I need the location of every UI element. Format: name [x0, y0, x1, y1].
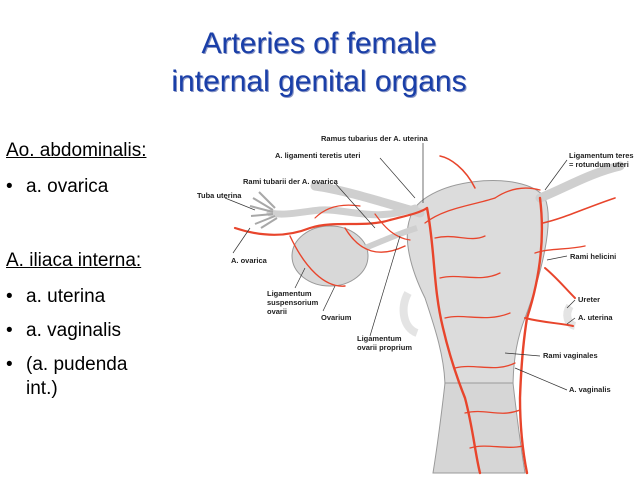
- lig-ovarii-proprium: [363, 225, 418, 251]
- label-lig-susp-3: ovarii: [267, 307, 287, 316]
- label-lig-susp-2: suspensorium: [267, 298, 319, 307]
- ovarium: [291, 225, 369, 287]
- label-lig-prop-2: ovarii proprium: [357, 343, 412, 352]
- label-rami-tubarii: Rami tubarii der A. ovarica: [243, 177, 339, 186]
- label-ureter: Ureter: [578, 295, 600, 304]
- leader-lines: [224, 143, 576, 391]
- label-tuba-uterina: Tuba uterina: [197, 191, 242, 200]
- list-item-continuation: int.): [26, 378, 58, 399]
- label-rami-vaginales: Rami vaginales: [543, 351, 598, 360]
- label-lig-teres-1: Ligamentum teres: [569, 151, 634, 160]
- group2-heading: A. iliaca interna:: [6, 250, 142, 271]
- group1-heading: Ao. abdominalis:: [6, 140, 147, 161]
- round-ligament-right: [535, 161, 625, 203]
- list-item: a. vaginalis: [6, 320, 121, 342]
- label-lig-prop-1: Ligamentum: [357, 334, 402, 343]
- ureter-left: [399, 291, 419, 337]
- label-ovarium: Ovarium: [321, 313, 352, 322]
- label-a-vaginalis: A. vaginalis: [569, 385, 611, 394]
- label-lig-teretis: A. ligamenti teretis uteri: [275, 151, 360, 160]
- list-item: a. uterina: [6, 286, 105, 308]
- label-lig-susp-1: Ligamentum: [267, 289, 312, 298]
- anatomy-illustration: Ramus tubarius der A. uterina A. ligamen…: [197, 134, 634, 475]
- label-ramus-tubarius: Ramus tubarius der A. uterina: [321, 134, 429, 143]
- title-line-1: Arteries of female: [201, 27, 437, 60]
- label-rami-helicini: Rami helicini: [570, 252, 616, 261]
- list-item: a. ovarica: [6, 176, 108, 198]
- fimbriae: [249, 191, 278, 229]
- label-a-ovarica: A. ovarica: [231, 256, 268, 265]
- label-lig-teres-2: = rotundum uteri: [569, 160, 629, 169]
- vagina: [432, 382, 526, 474]
- title-line-2: internal genital organs: [171, 65, 467, 98]
- label-a-uterina: A. uterina: [578, 313, 613, 322]
- arteries: [233, 155, 616, 475]
- tuba-uterina: [266, 204, 419, 219]
- list-item: (a. pudenda: [6, 354, 127, 376]
- uterus-body: [406, 180, 549, 389]
